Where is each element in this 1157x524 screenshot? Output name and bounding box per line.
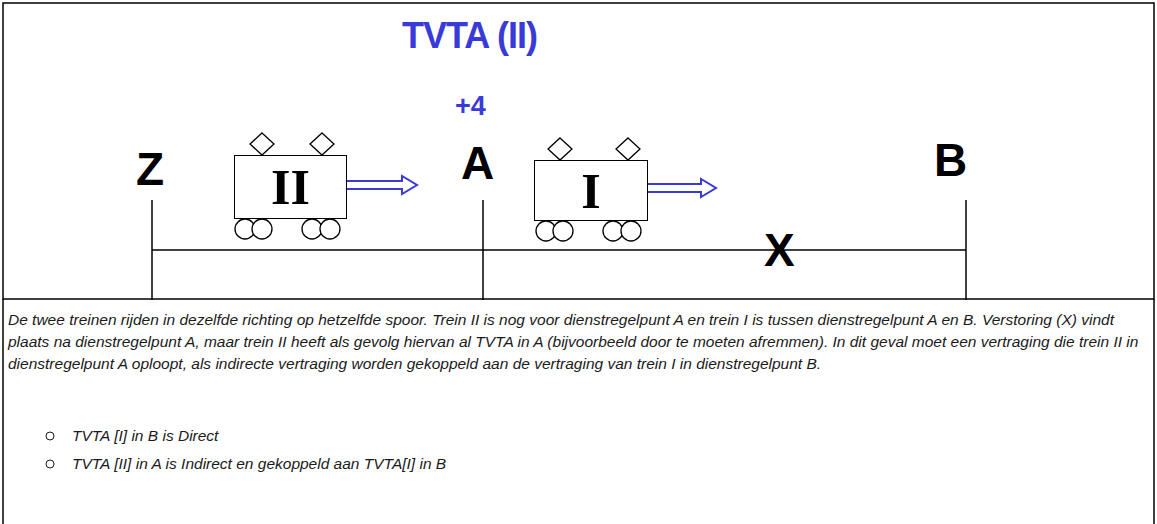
station-tick [151, 200, 153, 300]
frame [3, 3, 1154, 299]
title: TVTA (II) [402, 18, 537, 54]
caption: De twee treinen rijden in dezelfde richt… [8, 309, 1148, 375]
station-label: Z [136, 146, 164, 192]
track [152, 249, 966, 251]
frame-line [1153, 299, 1155, 524]
bullet-text: TVTA [I] in B is Direct [72, 425, 218, 447]
station-tick [482, 200, 484, 300]
station-label: A [461, 140, 494, 186]
train-number: I [581, 166, 600, 216]
bullet-marker [46, 460, 54, 468]
disruption-mark: X [764, 227, 795, 273]
train-box: II [234, 155, 347, 219]
frame-line [2, 299, 4, 524]
bullet-text: TVTA [II] in A is Indirect en gekoppeld … [72, 453, 446, 475]
train-parts [235, 133, 417, 239]
train-number: II [271, 162, 310, 212]
delay-number: +4 [455, 93, 486, 120]
train-box: I [534, 160, 648, 221]
station-tick [965, 200, 967, 300]
bullet-marker [46, 432, 54, 440]
station-label: B [934, 137, 967, 183]
